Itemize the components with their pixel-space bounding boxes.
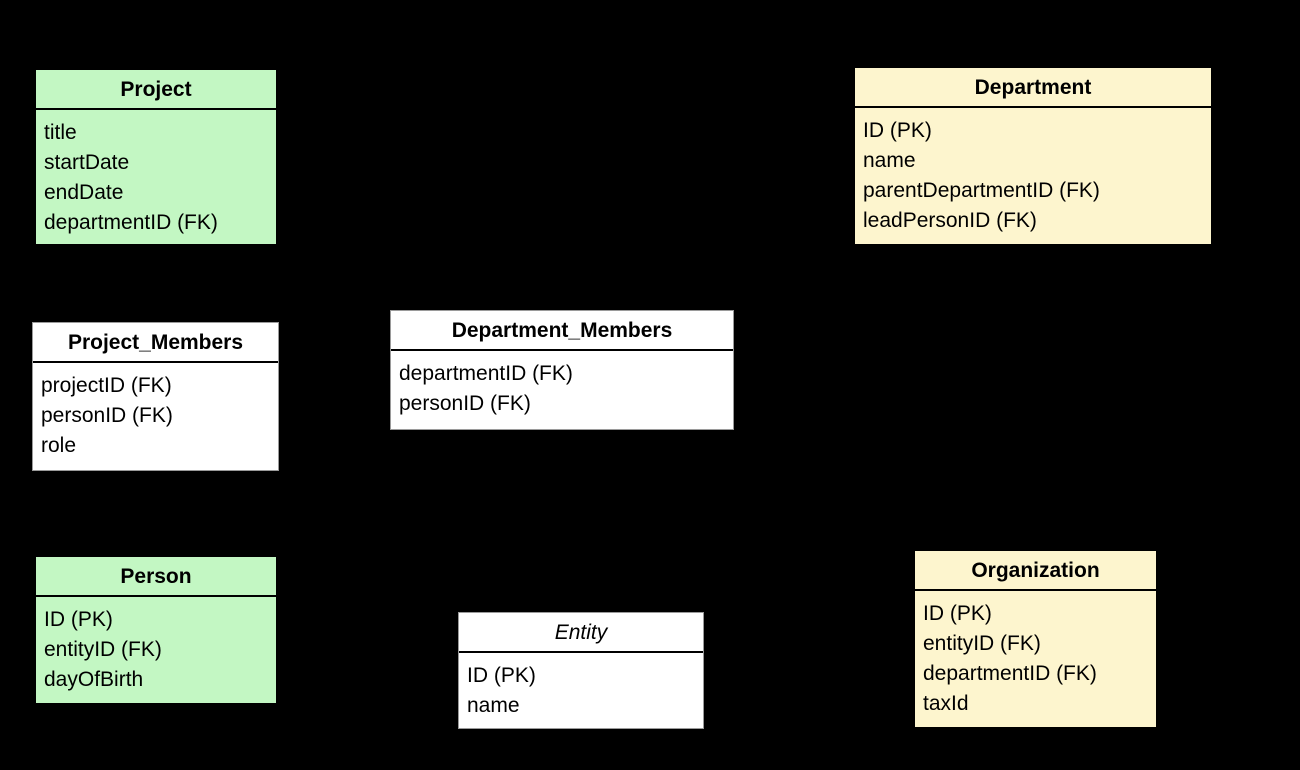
entity-table-organization[interactable]: Organization ID (PK) entityID (FK) departme… [913,549,1158,729]
entity-attribute: ID (PK) [923,602,992,625]
entity-table-entity[interactable]: Entity ID (PK) name [458,612,704,729]
entity-attribute-list-project: title startDate endDate departmentID (FK) [36,110,276,244]
entity-attribute: departmentID (FK) [923,662,1097,685]
entity-attribute: personID (FK) [41,404,173,427]
entity-attribute: ID (PK) [467,664,536,687]
entity-attribute: entityID (FK) [923,632,1041,655]
entity-title-project_members: Project_Members [33,323,278,363]
entity-attribute: role [41,434,77,457]
entity-title-organization: Organization [915,551,1156,591]
entity-attribute: parentDepartmentID (FK) [863,179,1100,202]
entity-attribute: ID (PK) [863,119,932,142]
entity-attribute: startDate [44,151,130,174]
entity-title-person: Person [36,557,276,597]
entity-table-department[interactable]: Department ID (PK) name parentDepartmentID … [853,66,1213,246]
entity-attribute: endDate [44,181,124,204]
entity-attribute: dayOfBirth [44,668,144,691]
entity-title-department_members: Department_Members [391,311,733,351]
entity-attribute-list-person: ID (PK) entityID (FK) dayOfBirth [36,597,276,701]
entity-title-department: Department [855,68,1211,108]
entity-title-entity: Entity [459,613,703,653]
entity-table-project[interactable]: Project title startDate endDate departmentID… [34,68,278,246]
entity-attribute-list-department: ID (PK) name parentDepartmentID (FK) leadPe… [855,108,1211,242]
entity-attribute: leadPersonID (FK) [863,209,1037,232]
entity-attribute-list-organization: ID (PK) entityID (FK) departmentID (FK) tax… [915,591,1156,725]
entity-attribute: departmentID (FK) [399,362,573,385]
entity-table-project_members[interactable]: Project_Members projectID (FK) personID (F… [32,322,279,471]
entity-attribute-list-department_members: departmentID (FK) personID (FK) [391,351,733,425]
entity-attribute: ID (PK) [44,608,113,631]
entity-table-department_members[interactable]: Department_Members departmentID (FK) perso… [390,310,734,430]
entity-attribute: entityID (FK) [44,638,162,661]
entity-attribute: title [44,121,77,144]
entity-attribute-list-entity: ID (PK) name [459,653,703,727]
entity-attribute-list-project_members: projectID (FK) personID (FK) role [33,363,278,467]
entity-attribute: name [863,149,916,172]
entity-attribute: personID (FK) [399,392,531,415]
entity-attribute: departmentID (FK) [44,211,218,234]
entity-title-project: Project [36,70,276,110]
entity-attribute: name [467,694,520,717]
entity-attribute: projectID (FK) [41,374,172,397]
entity-attribute: taxId [923,692,969,715]
entity-table-person[interactable]: Person ID (PK) entityID (FK) dayOfBirth [34,555,278,705]
